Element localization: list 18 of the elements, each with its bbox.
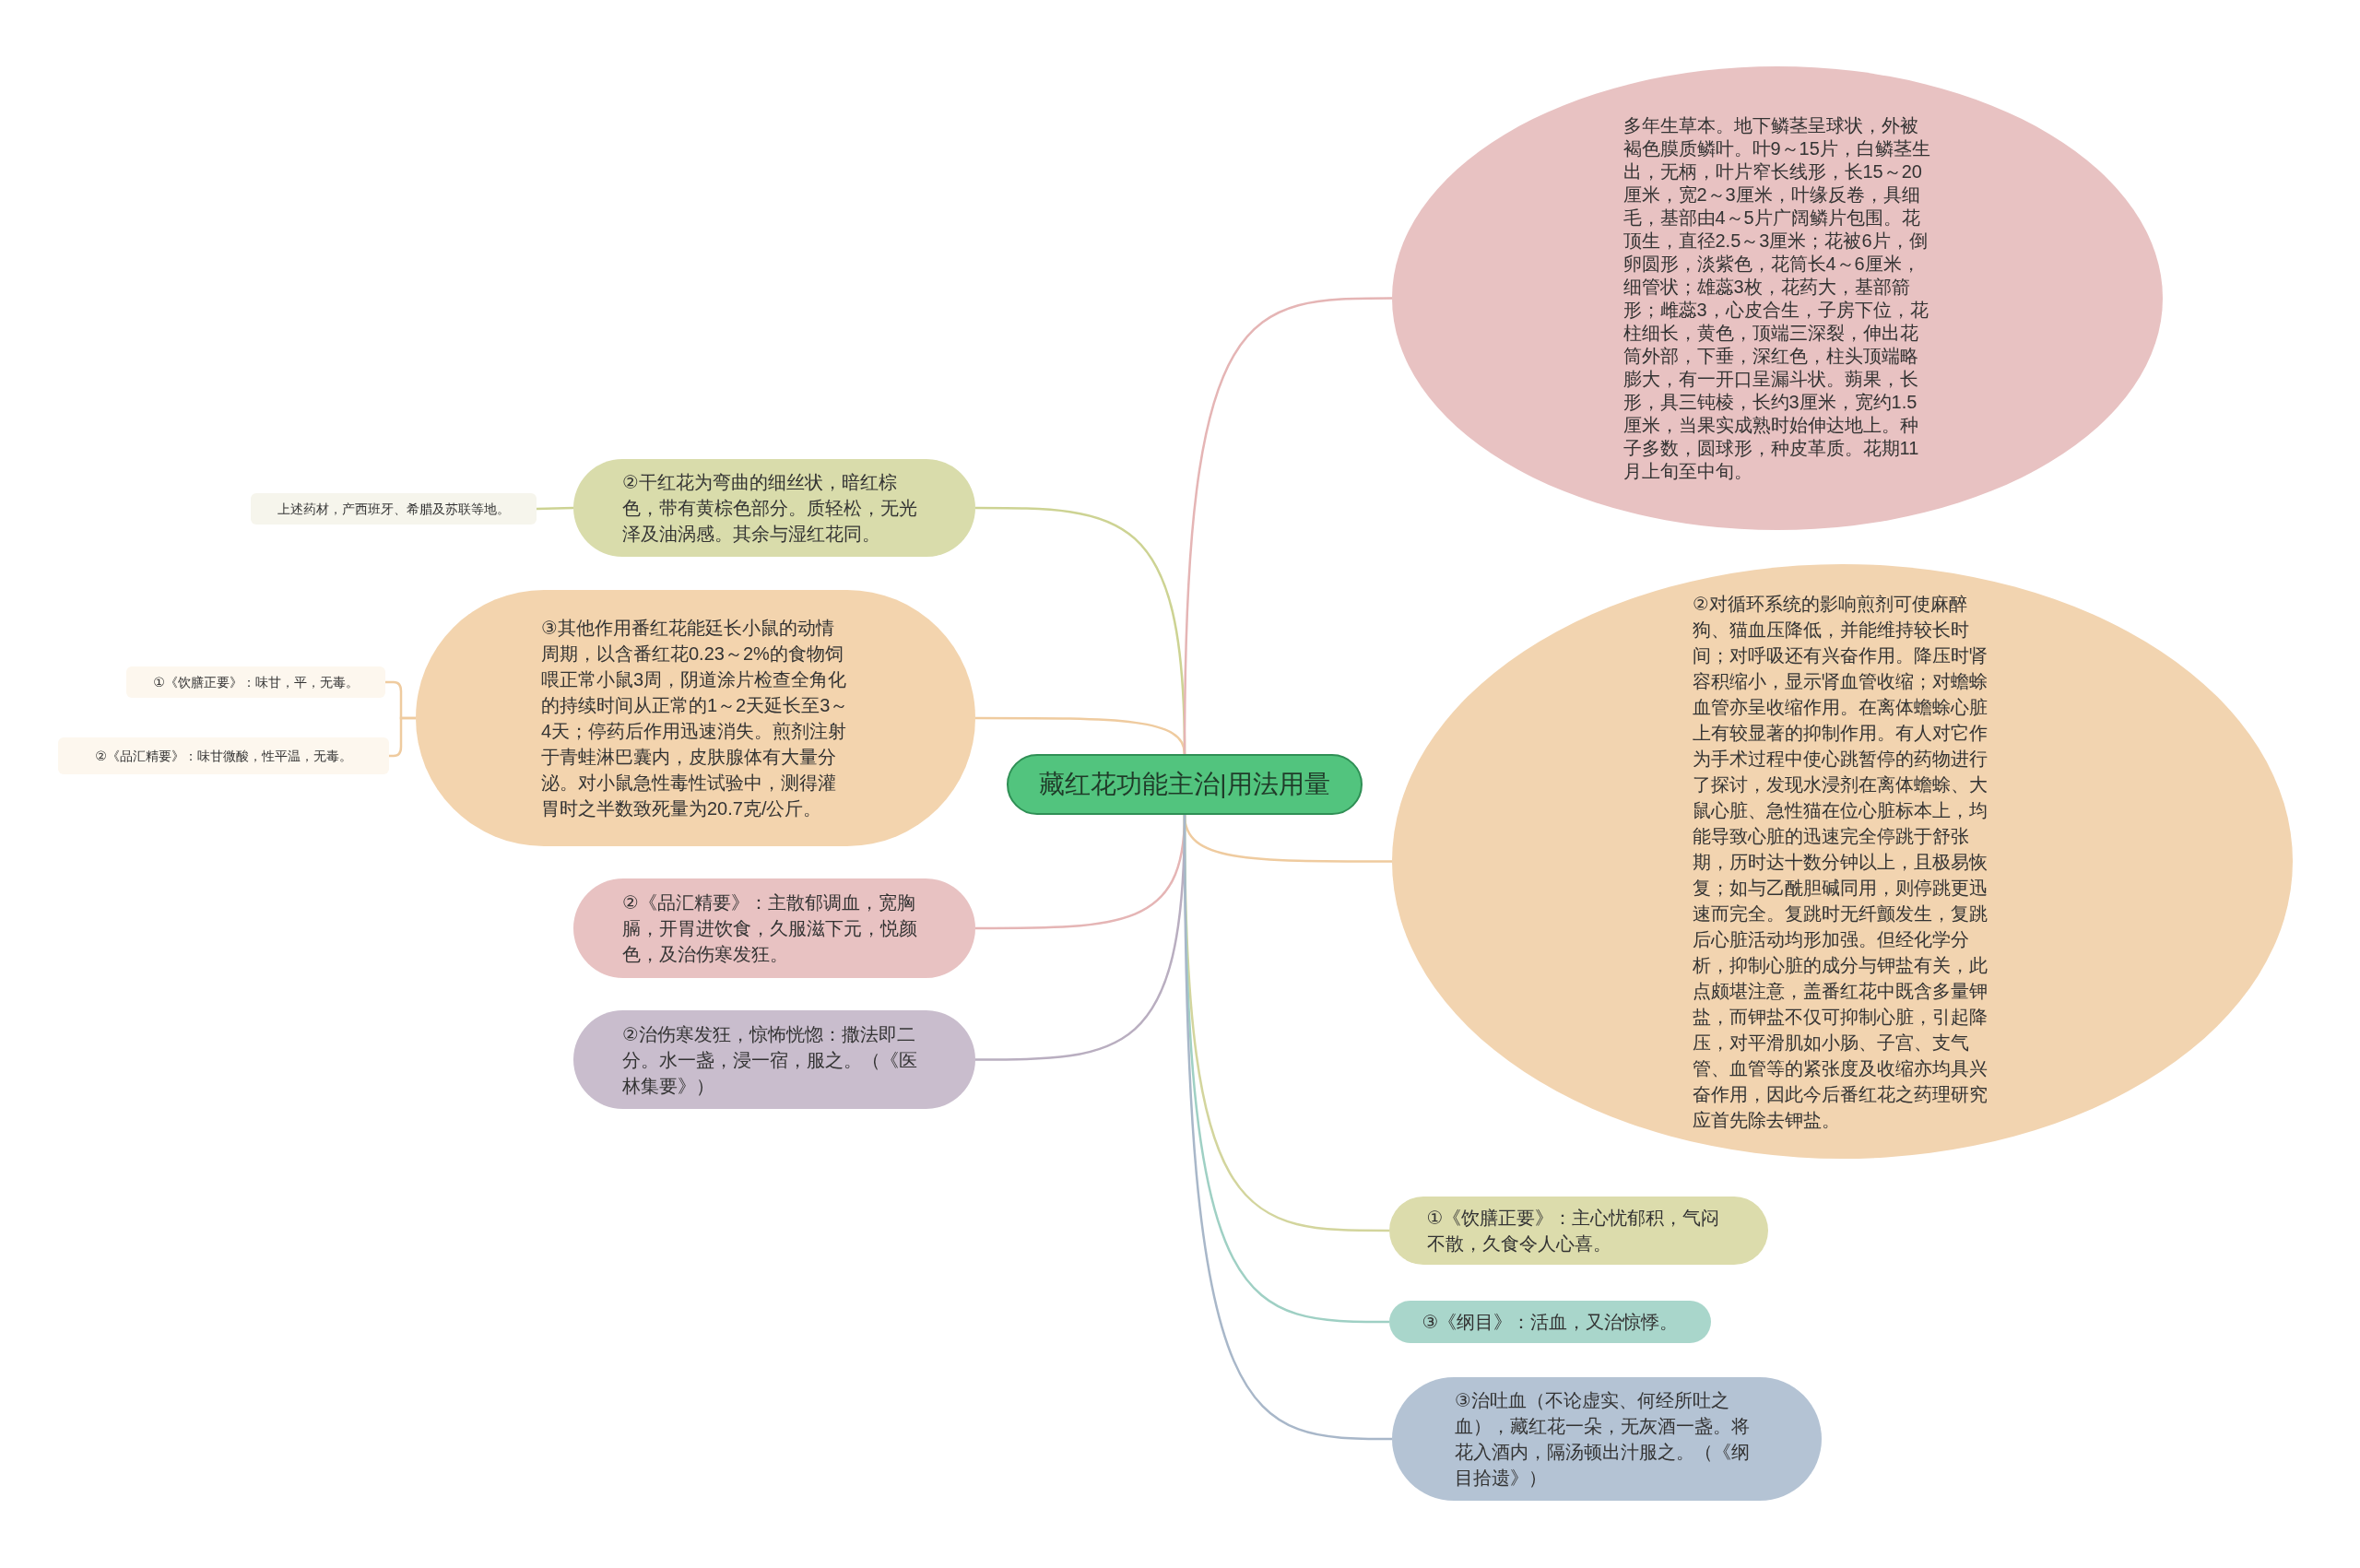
connector-line [975,716,1186,755]
note-label: ②《品汇精要》：味甘微酸，性平温，无毒。 [58,737,389,774]
topic-ellipse: ②对循环系统的影响煎剂可使麻醉狗、猫血压降低，并能维持较长时间；对呼吸还有兴奋作用。降压时肾容积缩小，显示肾血管收缩；对蟾蜍血管亦呈收缩作用。在离体蟾蜍心脏上有较显著的抑制作用。有人对它作为手术过程中使心跳暂停的药物进行了探讨，发现水浸剂在离体蟾蜍、大鼠心脏、急性猫在位心脏标本上，均能导致心脏的迅速完全停跳于舒张期，历时达十数分钟以上，且极易恢复；如与乙酰胆碱同用，则停跳更迅速而完全。复跳时无纤颤发生，复跳后心脏活动均形加强。但经化学分析，抑制心脏的成分与钾盐有关，此点颇堪注意，盖番红花中既含多量钾盐，而钾盐不仅可抑制心脏，引起降压，对平滑肌如小肠、子宫、支气管、血管等的紧张度及收缩亦均具兴奋作用，因此今后番红花之药理研究应首先除去钾盐。 [1392,564,2293,1159]
topic-ellipse: 多年生草本。地下鳞茎呈球状，外被褐色膜质鳞叶。叶9～15片，白鳞茎生出，无柄，叶片窄长线形，长15～20厘米，宽2～3厘米，叶缘反卷，具细毛，基部由4～5片广阔鳞片包围。花顶生，直径2.5～3厘米；花被6片，倒卵圆形，淡紫色，花筒长4～6厘米，细管状；雄蕊3枚，花药大，基部箭形；雌蕊3，心皮合生，子房下位，花柱细长，黄色，顶端三深裂，伸出花筒外部，下垂，深红色，柱头顶端略膨大，有一开口呈漏斗状。蒴果，长形，具三钝棱，长约3厘米，宽约1.5厘米，当果实成熟时始伸达地上。种子多数，圆球形，种皮革质。花期11月上旬至中旬。 [1392,66,2163,530]
topic-box: ①《饮膳正要》：主心忧郁积，气闷不散，久食令人心喜。 [1389,1197,1768,1265]
central-topic: 藏红花功能主治|用法用量 [1007,754,1363,815]
topic-box: ②治伤寒发狂，惊怖恍惚：撒法即二分。水一盏，浸一宿，服之。（《医林集要》） [573,1010,975,1109]
note-label: 上述药材，产西班牙、希腊及苏联等地。 [251,493,537,525]
topic-box: ②干红花为弯曲的细丝状，暗红棕色，带有黄棕色部分。质轻松，无光泽及油涡感。其余与湿红花同。 [573,459,975,557]
topic-box: ③其他作用番红花能廷长小鼠的动情周期，以含番红花0.23～2%的食物饲喂正常小鼠3周，阴道涂片检查全角化的持续时间从正常的1～2天延长至3～4天；停药后作用迅速消失。煎剂注射于青蛙淋巴囊内，皮肤腺体有大量分泌。对小鼠急性毒性试验中，测得灌胃时之半数致死量为20.7克/公斤。 [416,590,975,846]
connector-line [389,716,416,758]
topic-box: ③治吐血（不论虚实、何经所吐之血），藏红花一朵，无灰酒一盏。将花入酒内，隔汤顿出汁服之。（《纲目拾遗》） [1392,1377,1822,1501]
note-label: ①《饮膳正要》：味甘，平，无毒。 [126,666,385,698]
connector-line [536,506,574,511]
topic-box: ②《品汇精要》：主散郁调血，宽胸膈，开胃进饮食，久服滋下元，悦颜色，及治伤寒发狂。 [573,878,975,978]
connector-line [1183,297,1392,754]
connector-line [1183,815,1392,1441]
topic-box: ③《纲目》：活血，又治惊悸。 [1389,1301,1711,1343]
